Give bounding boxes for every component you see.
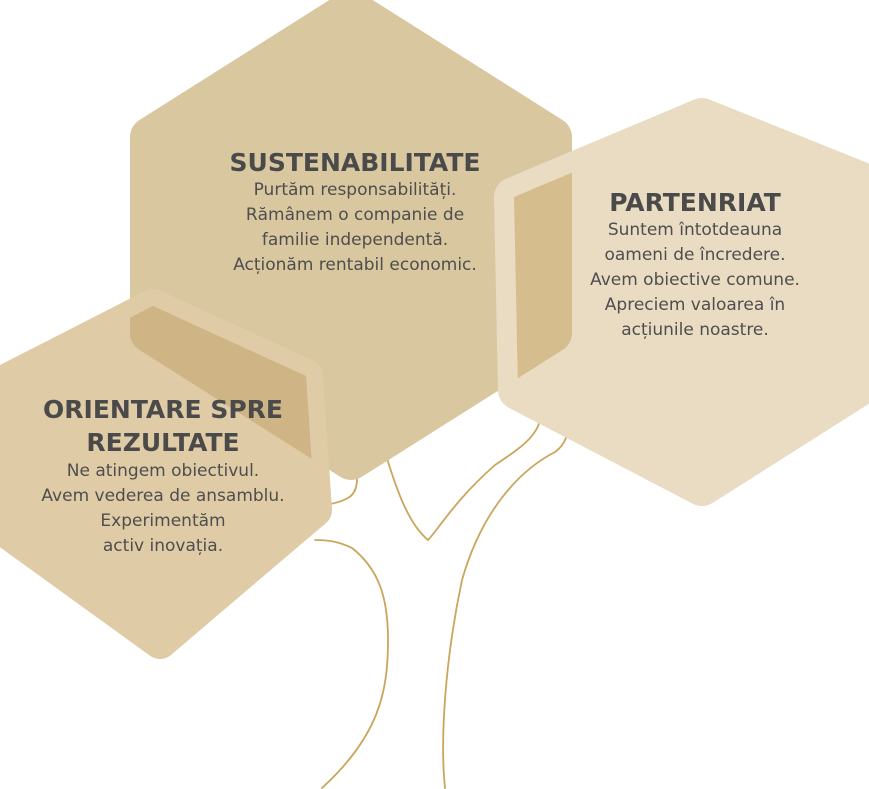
partnership-title: PARTENRIAT <box>609 188 781 217</box>
partnership-block: PARTENRIAT Suntem întotdeauna oameni de … <box>530 188 860 343</box>
results-title-line2: REZULTATE <box>86 428 240 457</box>
sustainability-line: Purtăm responsabilități. <box>253 180 457 200</box>
results-line: Ne atingem obiectivul. <box>66 461 260 481</box>
partnership-line: Suntem întotdeauna <box>607 220 783 240</box>
sustainability-line: Acționăm rentabil economic. <box>233 255 477 275</box>
results-line: activ inovația. <box>102 536 224 556</box>
results-block: ORIENTARE SPRE REZULTATE Ne atingem obie… <box>0 393 326 559</box>
partnership-line: oameni de încredere. <box>604 245 786 265</box>
partnership-line: Avem obiective comune. <box>590 270 800 290</box>
branch-middle <box>385 401 543 542</box>
trunk-right <box>442 419 570 789</box>
sustainability-line: familie independentă. <box>261 230 449 250</box>
trunk-left <box>314 539 389 789</box>
results-line: Avem vederea de ansamblu. <box>41 486 285 506</box>
results-line: Experimentăm <box>100 511 226 531</box>
results-title-line1: ORIENTARE SPRE <box>43 395 283 424</box>
partnership-line: acțiunile noastre. <box>621 320 769 340</box>
partnership-line: Apreciem valoarea în <box>604 295 786 315</box>
sustainability-block: SUSTENABILITATE Purtăm responsabilități.… <box>170 148 540 278</box>
sustainability-line: Rămânem o companie de <box>245 205 465 225</box>
sustainability-title: SUSTENABILITATE <box>229 148 481 177</box>
